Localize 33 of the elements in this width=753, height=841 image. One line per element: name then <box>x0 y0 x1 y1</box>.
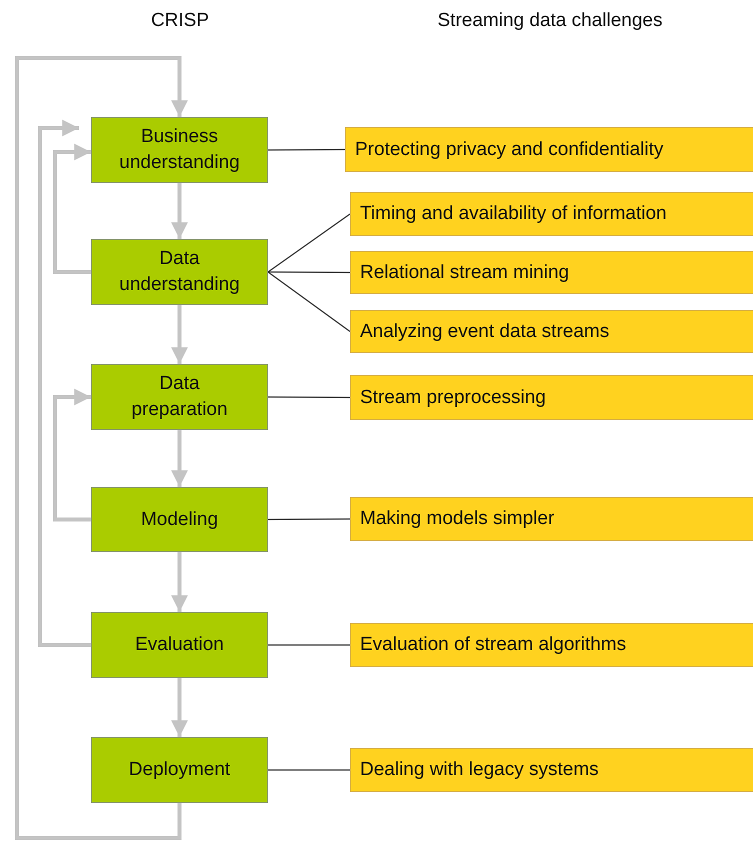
arrow <box>38 120 91 647</box>
arrow <box>171 305 188 364</box>
challenge-box: Protecting privacy and confidentiality <box>345 127 753 172</box>
process-box: Modeling <box>91 487 268 552</box>
arrow <box>15 56 188 840</box>
connector-line <box>268 271 350 274</box>
process-box: Evaluation <box>91 612 268 678</box>
connector-line <box>268 396 350 398</box>
arrow <box>53 144 91 274</box>
challenge-box: Timing and availability of information <box>350 192 753 236</box>
challenge-box: Dealing with legacy systems <box>350 748 753 792</box>
challenge-box: Evaluation of stream algorithms <box>350 623 753 667</box>
challenge-box: Stream preprocessing <box>350 375 753 420</box>
arrow <box>53 388 91 522</box>
process-box: Data preparation <box>91 364 268 430</box>
connector-line <box>268 148 345 151</box>
connector-line <box>268 518 350 520</box>
column-heading: Streaming data challenges <box>438 10 662 32</box>
challenge-box: Making models simpler <box>350 497 753 541</box>
process-box: Business understanding <box>91 117 268 183</box>
arrow <box>171 552 188 612</box>
connector-line <box>268 214 350 272</box>
column-heading: CRISP <box>150 10 210 32</box>
arrow <box>171 430 188 487</box>
challenge-box: Relational stream mining <box>350 251 753 294</box>
arrow <box>171 678 188 737</box>
process-box: Data understanding <box>91 239 268 305</box>
arrow <box>171 183 188 239</box>
connector-line <box>268 644 350 646</box>
challenge-box: Analyzing event data streams <box>350 310 753 353</box>
process-box: Deployment <box>91 737 268 803</box>
connector-line <box>268 272 350 332</box>
connector-line <box>268 769 350 771</box>
